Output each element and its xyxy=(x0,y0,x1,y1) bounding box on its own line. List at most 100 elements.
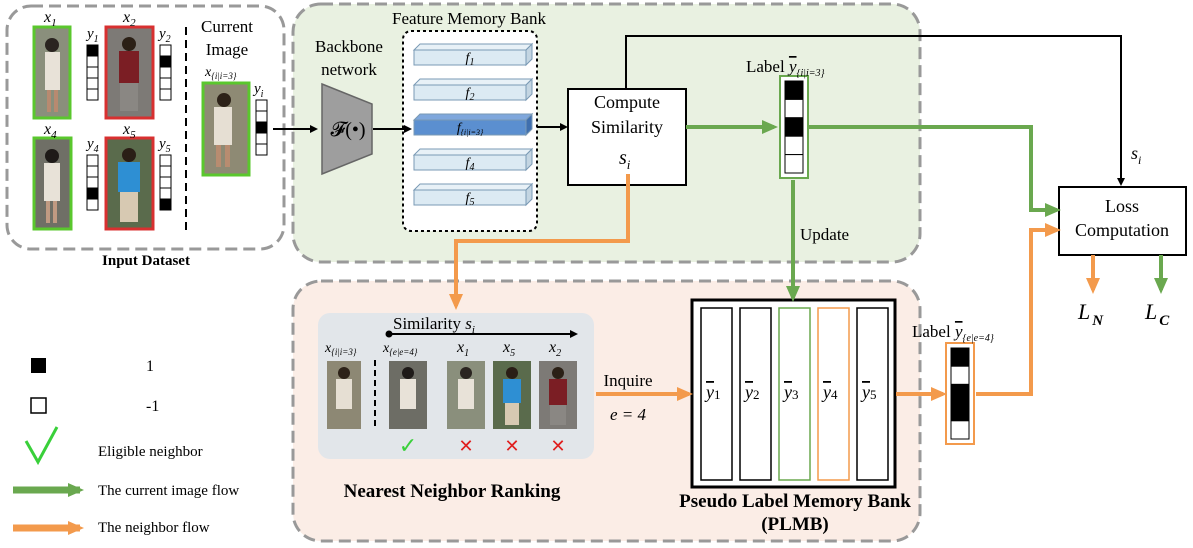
rank-cross-icon-2: ✕ xyxy=(504,436,519,457)
current-image-label-2: Image xyxy=(206,40,248,59)
y5-vector xyxy=(159,154,172,211)
person-x4 xyxy=(32,136,73,231)
feature-list: f1 f2 f{i|i=3} f4 f5 xyxy=(412,42,534,208)
label-yi-cell xyxy=(784,98,804,119)
plmb-column-2: y2 xyxy=(739,307,772,481)
rank-neighbor-image-1 xyxy=(389,361,427,429)
vector-cell xyxy=(159,176,172,189)
vector-cell xyxy=(159,55,172,68)
label-yi-cell xyxy=(784,80,804,100)
current-image xyxy=(201,81,251,177)
input-dataset xyxy=(32,25,268,231)
label-yi-vector xyxy=(784,80,804,174)
vector-cell xyxy=(86,55,99,68)
vector-cell xyxy=(86,154,99,167)
ranking-images xyxy=(327,360,577,430)
plmb-column-label: y5 xyxy=(860,382,877,402)
plmb-column-3: y3 xyxy=(778,307,811,481)
green-arrow-label-to-loss xyxy=(808,125,1061,217)
rank-n3-var: x5 xyxy=(502,339,515,359)
input-dataset-panel xyxy=(5,4,286,251)
person-x2 xyxy=(104,25,155,120)
plmb-subtitle: (PLMB) xyxy=(761,514,829,535)
vector-cell xyxy=(255,99,268,112)
rank-cross-icon-3: ✕ xyxy=(550,436,565,457)
label-ye-cell xyxy=(950,347,970,367)
x2-var: x2 xyxy=(122,9,136,29)
inquire-label: Inquire xyxy=(603,371,652,390)
x5-var: x5 xyxy=(122,121,136,141)
vector-cell xyxy=(86,165,99,178)
rank-cross-icon-1: ✕ xyxy=(458,436,473,457)
y2-var: y2 xyxy=(157,26,171,45)
legend-current-flow: The current image flow xyxy=(98,483,239,499)
vector-cell xyxy=(86,44,99,57)
rank-query-var: x{i|i=3} xyxy=(324,341,357,357)
label-ye-cell xyxy=(950,365,970,385)
label-ye-cell xyxy=(950,402,970,422)
label-ye-cell xyxy=(950,383,970,404)
compute-label-2: Similarity xyxy=(591,117,663,137)
label-yi-text: Label y{i|i=3} xyxy=(746,57,825,79)
rank-neighbor-image-3 xyxy=(493,361,531,429)
legend-filled-square-icon xyxy=(31,358,46,373)
compute-label-1: Compute xyxy=(594,92,660,112)
vector-cell xyxy=(86,77,99,90)
si-to-loss-label: si xyxy=(1131,143,1141,167)
feature-label: f5 xyxy=(466,191,475,208)
label-vectors xyxy=(86,44,268,211)
input-dataset-title: Input Dataset xyxy=(102,253,190,269)
vector-cell xyxy=(86,187,99,200)
current-var: x{i|i=3} xyxy=(204,65,237,81)
feature-bank-title: Feature Memory Bank xyxy=(392,9,546,28)
ranking-title: Nearest Neighbor Ranking xyxy=(344,481,561,502)
legend-check-icon xyxy=(24,426,59,466)
vector-cell xyxy=(159,165,172,178)
vector-cell xyxy=(86,66,99,79)
current-image-label-1: Current xyxy=(201,17,253,36)
vector-cell xyxy=(255,110,268,123)
loss-computation-box xyxy=(1058,186,1187,256)
x1-var: x1 xyxy=(43,9,57,29)
legend-neighbor-flow: The neighbor flow xyxy=(98,520,210,536)
person-x5 xyxy=(104,136,155,231)
orange-arrow-label-to-loss xyxy=(976,223,1061,396)
vector-cell xyxy=(86,88,99,101)
feature-label: f2 xyxy=(466,86,475,103)
feature-4: f4 xyxy=(412,147,534,173)
label-yi-cell xyxy=(784,135,804,156)
rank-neighbor-image-2 xyxy=(447,361,485,429)
orange-arrow-si-to-ranking xyxy=(449,174,630,310)
plmb-title: Pseudo Label Memory Bank xyxy=(679,491,911,512)
y5-var: y5 xyxy=(157,136,171,155)
yi-vector xyxy=(255,99,268,156)
vector-cell xyxy=(159,77,172,90)
label-ye-cell xyxy=(950,420,970,440)
legend-neg: -1 xyxy=(146,398,159,415)
vector-cell xyxy=(159,154,172,167)
feature-label: f1 xyxy=(466,51,475,68)
legend-eligible: Eligible neighbor xyxy=(98,444,203,460)
vector-cell xyxy=(159,44,172,57)
legend-pos: 1 xyxy=(146,358,154,375)
plmb-column-label: y4 xyxy=(821,382,838,402)
vector-cell xyxy=(159,66,172,79)
rank-n4-var: x2 xyxy=(548,339,561,359)
loss-label-1: Loss xyxy=(1105,196,1139,216)
backbone-label-2: network xyxy=(321,60,377,79)
feature-1: f1 xyxy=(412,42,534,68)
feature-3: f{i|i=3} xyxy=(412,112,534,137)
plmb-column-5: y5 xyxy=(856,307,889,481)
y1-vector xyxy=(86,44,99,101)
vector-cell xyxy=(255,132,268,145)
plmb-column-label: y2 xyxy=(743,382,760,402)
vector-cell xyxy=(86,176,99,189)
plmb-column-4: y4 xyxy=(817,307,850,481)
rank-neighbor-image-4 xyxy=(539,361,577,429)
backbone-function: 𝓕(•) xyxy=(330,119,365,141)
feature-5: f5 xyxy=(412,182,534,208)
feature-label: f4 xyxy=(466,156,475,173)
current-y: yi xyxy=(252,81,264,100)
